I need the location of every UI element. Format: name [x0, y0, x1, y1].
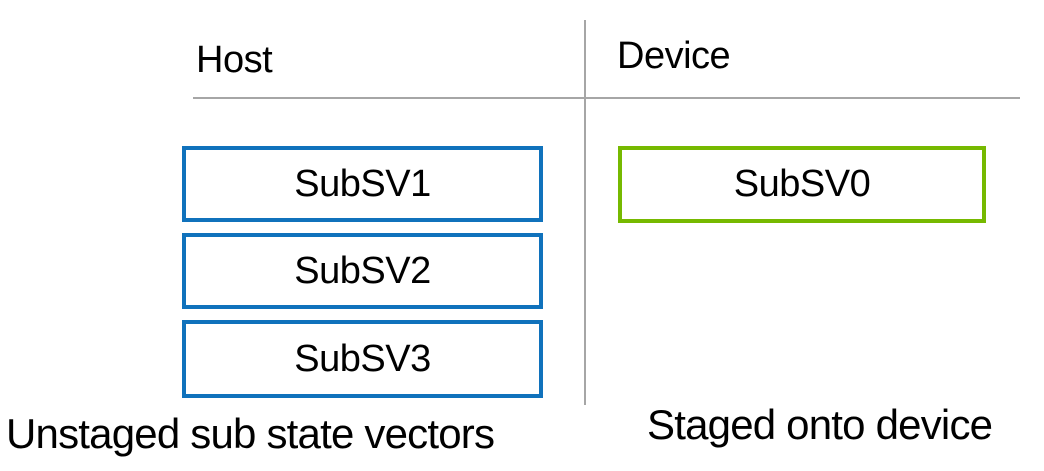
subsv1-label: SubSV1 [294, 162, 431, 205]
host-caption: Unstaged sub state vectors [6, 410, 495, 457]
subsv3-box: SubSV3 [182, 320, 543, 398]
subsv2-label: SubSV2 [294, 249, 431, 292]
subsv3-label: SubSV3 [294, 337, 431, 380]
device-column-header: Device [617, 35, 731, 77]
subsv1-box: SubSV1 [182, 146, 543, 222]
subsv0-label: SubSV0 [733, 163, 871, 205]
header-underline [193, 97, 1020, 99]
subsv2-box: SubSV2 [182, 233, 543, 309]
subsv0-box: SubSV0 [618, 146, 986, 223]
column-divider-line [584, 20, 586, 405]
host-column-header: Host [196, 39, 273, 81]
device-caption: Staged onto device [647, 401, 993, 448]
